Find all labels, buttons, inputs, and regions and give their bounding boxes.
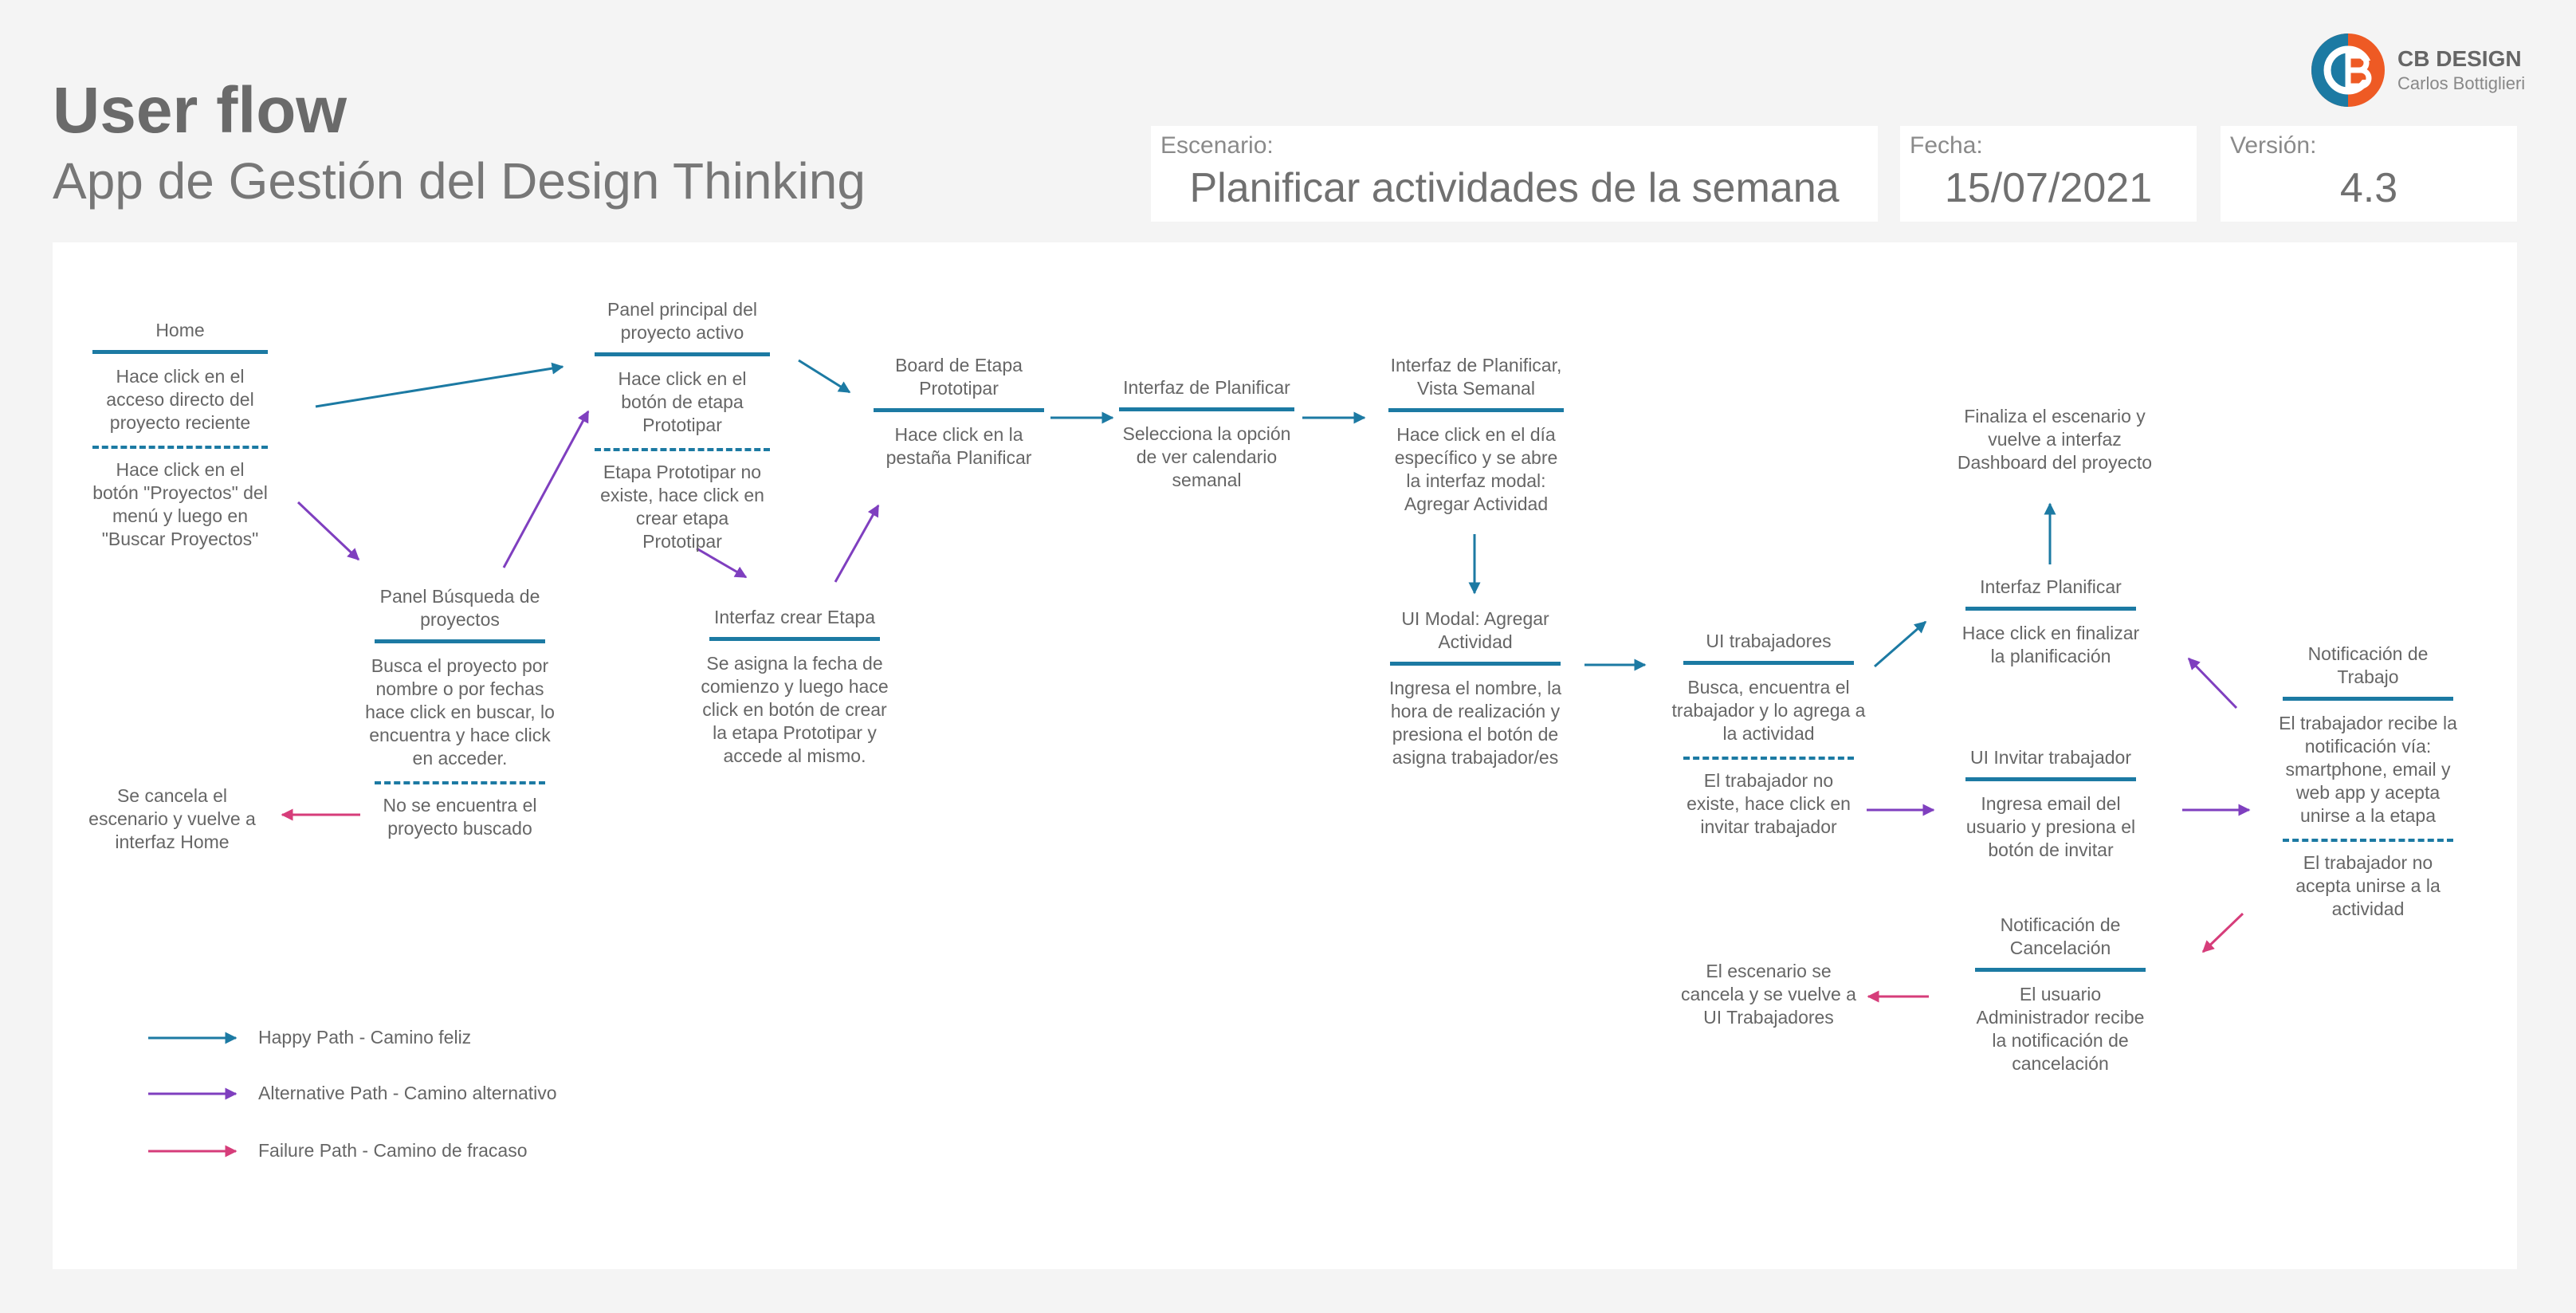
node-board: Board de Etapa Prototipar Hace click en …: [874, 354, 1044, 470]
flow-canvas: Home Hace click en el acceso directo del…: [53, 242, 2517, 1269]
node-alt: Hace click en el botón "Proyectos" del m…: [92, 446, 268, 551]
node-body: Busca, encuentra el trabajador y lo agre…: [1671, 677, 1866, 744]
arrow-happy: [798, 359, 851, 394]
node-body: Busca el proyecto por nombre o por fecha…: [365, 655, 555, 769]
node-body: Ingresa el nombre, la hora de realizació…: [1388, 678, 1562, 768]
node-title: Interfaz de Planificar, Vista Semanal: [1388, 354, 1564, 412]
arrow-happy: [1874, 620, 1927, 668]
node-panel-busqueda: Panel Búsqueda de proyectos Busca el pro…: [362, 585, 558, 840]
arrow-alternative: [296, 501, 360, 561]
node-panel-principal: Panel principal del proyecto activo Hace…: [595, 298, 770, 553]
cb-logo-icon: [2311, 33, 2385, 107]
version-label: Versión:: [2230, 132, 2317, 159]
node-title: Interfaz Planificar: [1965, 576, 2136, 611]
node-alt: El trabajador no existe, hace click en i…: [1683, 757, 1854, 839]
scenario-label: Escenario:: [1160, 132, 1274, 159]
node-body: Se asigna la fecha de comienzo y luego h…: [701, 653, 889, 766]
version-box: Versión: 4.3: [2221, 126, 2517, 222]
node-title: Panel Búsqueda de proyectos: [375, 585, 545, 643]
node-body: Hace click en finalizar la planificación: [1961, 623, 2140, 666]
node-body: Selecciona la opción de ver calendario s…: [1122, 423, 1291, 490]
node-title: UI Modal: Agregar Actividad: [1390, 607, 1561, 666]
node-body: Hace click en el acceso directo del proy…: [106, 366, 254, 433]
arrow-alternative: [2187, 657, 2238, 710]
node-title: UI trabajadores: [1683, 630, 1854, 665]
endpoint-finaliza: Finaliza el escenario y vuelve a interfa…: [1957, 406, 2153, 473]
endpoint-cancel-trabajadores: El escenario se cancela y se vuelve a UI…: [1681, 961, 1856, 1028]
scenario-box: Escenario: Planificar actividades de la …: [1151, 126, 1878, 222]
node-alt: Etapa Prototipar no existe, hace click e…: [595, 448, 770, 553]
date-value: 15/07/2021: [1944, 165, 2153, 211]
arrow-alternative: [834, 504, 880, 583]
node-body: Hace click en el día específico y se abr…: [1394, 424, 1558, 514]
node-title: Panel principal del proyecto activo: [595, 298, 770, 356]
page-subtitle: App de Gestión del Design Thinking: [53, 152, 866, 210]
node-body: El usuario Administrador recibe la notif…: [1976, 984, 2145, 1074]
node-alt: El trabajador no acepta unirse a la acti…: [2283, 839, 2453, 921]
legend-failure: Failure Path - Camino de fracaso: [258, 1140, 528, 1161]
node-ui-trabajadores: UI trabajadores Busca, encuentra el trab…: [1671, 630, 1867, 839]
node-body: Ingresa email del usuario y presiona el …: [1965, 793, 2136, 860]
node-title: Interfaz crear Etapa: [709, 606, 880, 641]
node-body: Hace click en el botón de etapa Prototip…: [618, 368, 747, 435]
legend-happy: Happy Path - Camino feliz: [258, 1027, 472, 1048]
legend-alternative: Alternative Path - Camino alternativo: [258, 1083, 557, 1103]
node-notif-cancelacion: Notificación de Cancelación El usuario A…: [1969, 914, 2152, 1075]
node-ui-modal: UI Modal: Agregar Actividad Ingresa el n…: [1384, 607, 1567, 769]
scenario-value: Planificar actividades de la semana: [1189, 165, 1840, 211]
date-label: Fecha:: [1910, 132, 1983, 159]
node-crear-etapa: Interfaz crear Etapa Se asigna la fecha …: [697, 606, 893, 768]
node-vista-semanal: Interfaz de Planificar, Vista Semanal Ha…: [1388, 354, 1564, 516]
node-interfaz-planificar: Interfaz de Planificar Selecciona la opc…: [1119, 376, 1294, 492]
node-interfaz-planificar-final: Interfaz Planificar Hace click en finali…: [1959, 576, 2142, 668]
node-notif-trabajo: Notificación de Trabajo El trabajador re…: [2270, 643, 2466, 921]
node-title: Home: [92, 319, 268, 354]
node-title: Notificación de Trabajo: [2283, 643, 2453, 701]
node-title: Notificación de Cancelación: [1975, 914, 2146, 972]
page-title: User flow: [53, 74, 348, 147]
arrow-happy: [315, 362, 564, 408]
node-alt: No se encuentra el proyecto buscado: [375, 781, 545, 840]
brand-name: CB DESIGN: [2397, 46, 2522, 71]
node-body: El trabajador recibe la notificación vía…: [2279, 713, 2457, 826]
node-body: Hace click en la pestaña Planificar: [886, 424, 1032, 468]
node-title: UI Invitar trabajador: [1965, 746, 2136, 781]
arrow-alternative: [502, 410, 590, 568]
node-title: Interfaz de Planificar: [1119, 376, 1294, 411]
date-box: Fecha: 15/07/2021: [1900, 126, 2197, 222]
arrow-failure: [2201, 912, 2244, 953]
endpoint-cancel-home: Se cancela el escenario y vuelve a inter…: [88, 785, 256, 852]
brand-author: Carlos Bottiglieri: [2397, 73, 2526, 93]
node-ui-invitar: UI Invitar trabajador Ingresa email del …: [1959, 746, 2142, 862]
arrow-alternative: [696, 547, 748, 579]
node-home: Home Hace click en el acceso directo del…: [92, 319, 268, 551]
node-title: Board de Etapa Prototipar: [874, 354, 1044, 412]
version-value: 4.3: [2339, 165, 2398, 211]
flow-arrows: [148, 359, 2251, 1158]
